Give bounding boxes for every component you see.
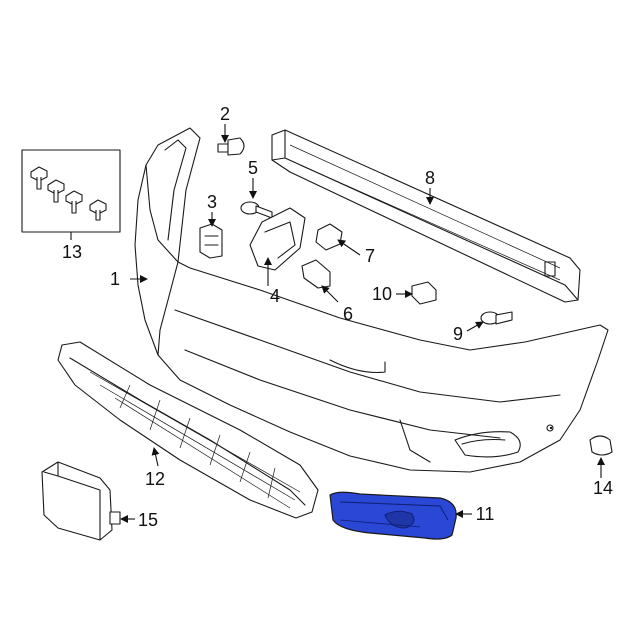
callout-5: 5 xyxy=(248,158,258,178)
plug-part-14[interactable] xyxy=(589,435,613,456)
callout-14: 14 xyxy=(593,478,613,498)
callout-11: 11 xyxy=(476,504,495,524)
callout-7: 7 xyxy=(365,246,375,266)
bolt-part-5[interactable] xyxy=(240,201,273,219)
bracket-part-4[interactable] xyxy=(249,207,306,271)
callout-10: 10 xyxy=(372,284,392,304)
nut-part-10[interactable] xyxy=(411,281,437,305)
callout-3: 3 xyxy=(207,192,217,212)
callout-1: 1 xyxy=(110,269,120,289)
callout-12: 12 xyxy=(145,469,165,489)
clip-part-7[interactable] xyxy=(315,223,343,251)
fog-light-trim-highlighted[interactable] xyxy=(329,491,457,540)
callout-9: 9 xyxy=(453,324,463,344)
callout-labels: 1 2 3 4 5 6 7 8 9 10 11 12 13 14 15 xyxy=(62,104,613,530)
bolt-part-9[interactable] xyxy=(480,311,513,325)
callout-4: 4 xyxy=(270,286,280,306)
fastener-kit[interactable] xyxy=(21,149,121,233)
callout-15: 15 xyxy=(138,510,158,530)
screw-part-2[interactable] xyxy=(217,137,245,156)
bracket-part-6[interactable] xyxy=(301,259,331,289)
leader-lines xyxy=(70,124,605,523)
lower-grille[interactable] xyxy=(57,341,319,519)
callout-6: 6 xyxy=(343,304,353,324)
radar-sensor[interactable] xyxy=(41,461,121,541)
clip-part-3[interactable] xyxy=(199,223,223,259)
bumper-cover[interactable] xyxy=(134,127,609,473)
reinforcement-bar[interactable] xyxy=(271,129,581,303)
callout-2: 2 xyxy=(220,104,230,124)
callout-13: 13 xyxy=(62,242,82,262)
callout-8: 8 xyxy=(425,168,435,188)
